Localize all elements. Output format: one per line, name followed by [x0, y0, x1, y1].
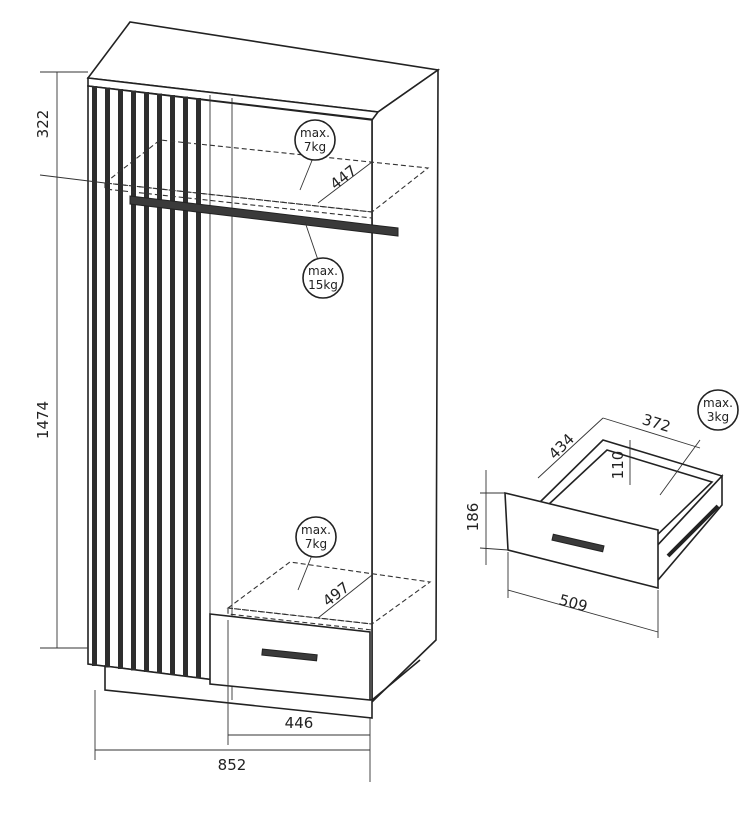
load-label-line2: 15kg — [308, 278, 338, 292]
width-label: 852 — [218, 756, 247, 774]
plinth-edge — [371, 659, 421, 701]
load-label-line1: max. — [308, 264, 338, 278]
load-badge-drawer: max. 3kg — [697, 389, 739, 431]
inner-width-dim-line — [602, 417, 701, 449]
slatted-door — [92, 86, 201, 678]
depth-label: 434 — [545, 430, 578, 463]
drawer-detail: 110 434 372 186 509 — [464, 410, 724, 638]
load-label-line2: 3kg — [707, 410, 729, 424]
height-label: 1474 — [34, 401, 52, 439]
wardrobe-side-panel — [371, 68, 439, 704]
door-slat — [118, 89, 123, 669]
drawer-load-leader — [659, 439, 701, 496]
inner-height-label: 110 — [609, 451, 627, 480]
load-badge-rail: max. 15kg — [302, 257, 344, 299]
door-slat — [131, 90, 136, 671]
load-label-line1: max. — [300, 126, 330, 140]
shelf-depth-dim — [317, 161, 373, 204]
drawer-width-label: 509 — [557, 591, 589, 616]
load-badge-bottom-shelf: max. 7kg — [295, 516, 337, 558]
load-label-line1: max. — [703, 396, 733, 410]
hanging-rail[interactable] — [129, 195, 399, 237]
inner-width-label: 446 — [285, 714, 314, 732]
door-slat — [170, 95, 175, 675]
drawer-handle[interactable] — [551, 533, 605, 553]
wardrobe-drawer-handle[interactable] — [261, 648, 318, 662]
door-slat — [157, 93, 162, 674]
top-section-label: 322 — [34, 110, 52, 139]
drawer-inner-width-label: 372 — [640, 410, 673, 436]
depth-dim-line — [537, 417, 604, 479]
door-slat — [92, 86, 97, 666]
load-label-line2: 7kg — [305, 537, 327, 551]
front-height-label: 186 — [464, 503, 482, 532]
top-shelf-front — [104, 182, 373, 219]
door-slat — [196, 98, 201, 678]
door-slat — [144, 92, 149, 672]
rail-leader — [304, 221, 319, 261]
wardrobe-dimensions: 322 1474 446 852 — [34, 71, 371, 782]
bottom-depth-dim — [317, 574, 373, 619]
bottom-shelf-leader — [297, 554, 313, 591]
door-slat — [183, 96, 188, 677]
drawer-runner — [666, 504, 720, 558]
drawer-width-dim-line — [507, 589, 659, 633]
door-slat — [105, 87, 110, 668]
wardrobe: 447 497 — [86, 21, 441, 719]
top-shelf-leader — [299, 157, 314, 191]
load-label-line1: max. — [301, 523, 331, 537]
load-label-line2: 7kg — [304, 140, 326, 154]
bottom-shelf-front — [227, 607, 373, 631]
load-badge-top-shelf: max. 7kg — [294, 119, 336, 161]
